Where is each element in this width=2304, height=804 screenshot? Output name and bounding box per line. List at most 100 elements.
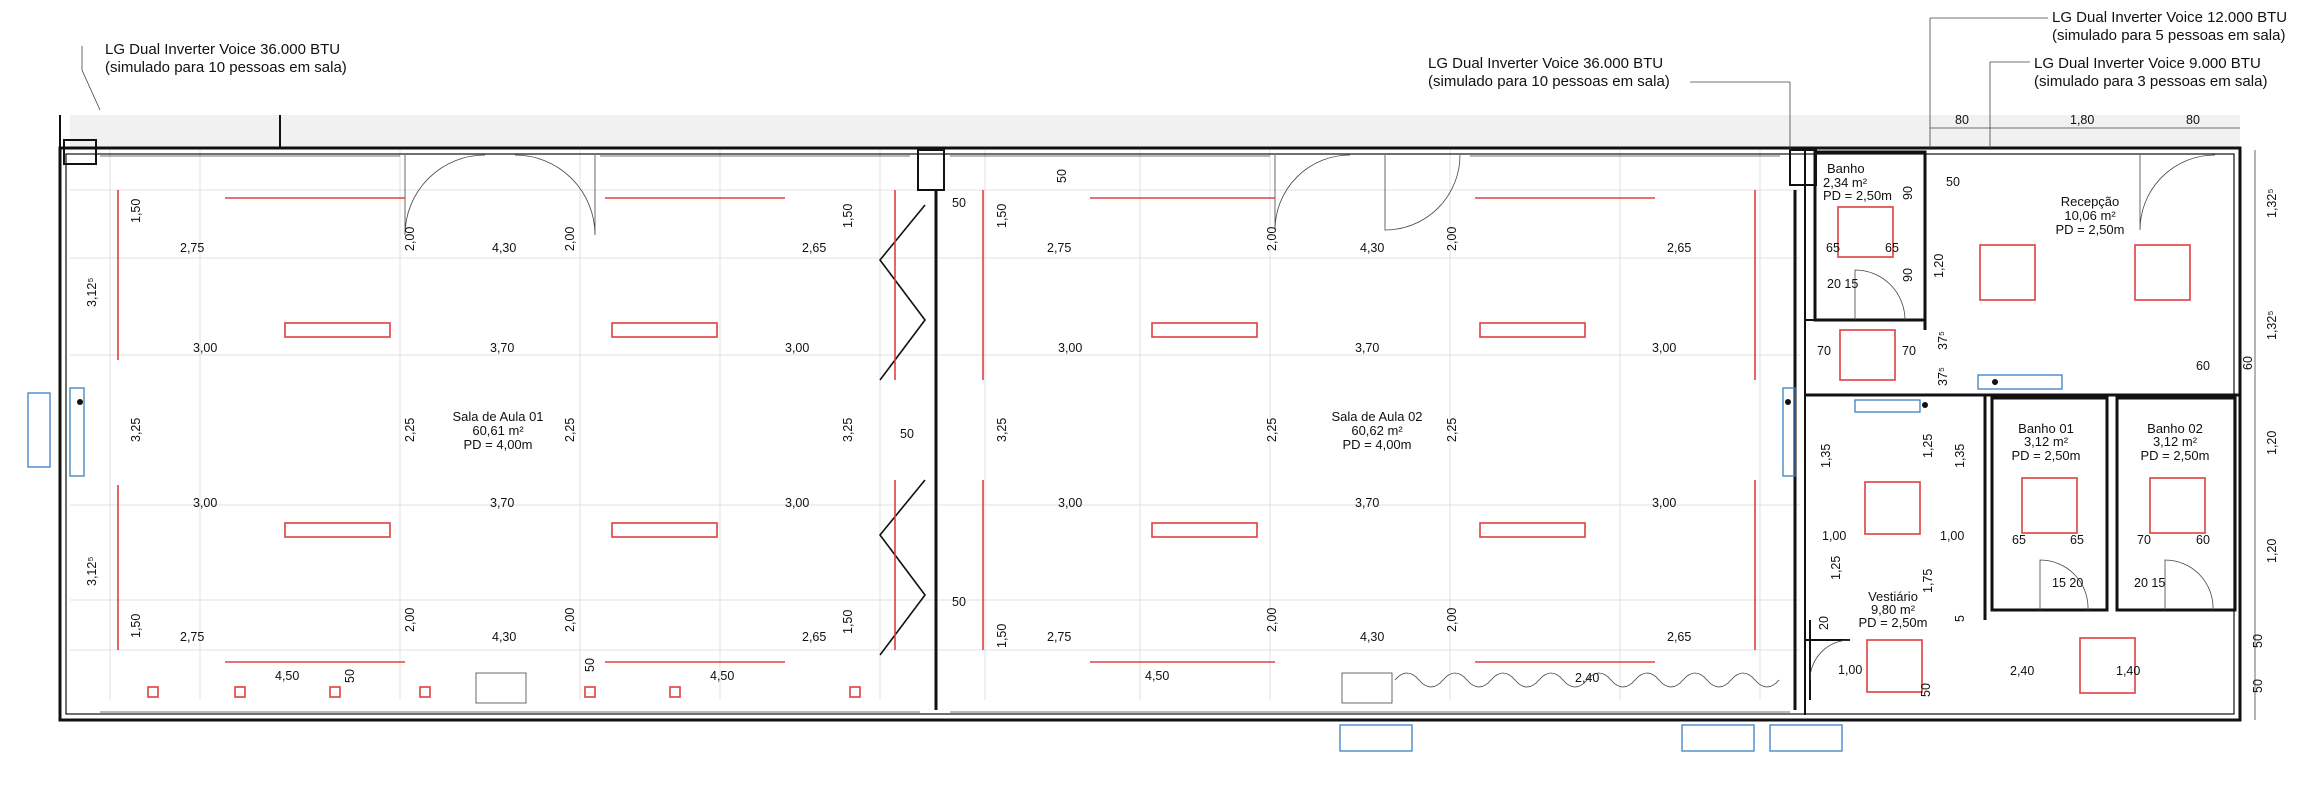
svg-text:50: 50 — [2251, 634, 2265, 648]
svg-text:1,25: 1,25 — [1921, 434, 1935, 458]
svg-text:1,40: 1,40 — [2116, 664, 2140, 678]
svg-text:Sala de Aula 01: Sala de Aula 01 — [452, 409, 543, 424]
roof-band — [70, 115, 2240, 148]
svg-text:Vestiário: Vestiário — [1868, 589, 1918, 604]
ac-annotation-12k: LG Dual Inverter Voice 12.000 BTU (simul… — [2052, 9, 2287, 44]
room-label-sala01: Sala de Aula 01 60,61 m² PD = 4,00m — [452, 409, 543, 452]
svg-text:2,65: 2,65 — [802, 630, 826, 644]
svg-text:1,20: 1,20 — [2265, 431, 2279, 455]
svg-text:60,61 m²: 60,61 m² — [472, 423, 524, 438]
svg-text:50: 50 — [952, 595, 966, 609]
svg-text:65: 65 — [2012, 533, 2026, 547]
svg-text:1,50: 1,50 — [129, 199, 143, 223]
light-fixtures — [117, 190, 2206, 698]
svg-text:PD = 2,50m: PD = 2,50m — [2055, 222, 2124, 237]
svg-text:2,00: 2,00 — [563, 608, 577, 632]
windows — [100, 155, 1790, 713]
svg-text:80: 80 — [1955, 113, 1969, 127]
svg-text:20: 20 — [1817, 616, 1831, 630]
svg-text:2,00: 2,00 — [1445, 608, 1459, 632]
svg-text:PD = 4,00m: PD = 4,00m — [463, 437, 532, 452]
svg-text:3,70: 3,70 — [490, 341, 514, 355]
svg-text:10,06 m²: 10,06 m² — [2064, 208, 2116, 223]
svg-text:3,70: 3,70 — [1355, 341, 1379, 355]
doors — [404, 154, 2216, 681]
svg-text:1,20: 1,20 — [2265, 539, 2279, 563]
svg-text:37⁵: 37⁵ — [1936, 367, 1950, 386]
svg-text:3,25: 3,25 — [129, 418, 143, 442]
svg-text:70: 70 — [1817, 344, 1831, 358]
svg-text:Sala de Aula 02: Sala de Aula 02 — [1331, 409, 1422, 424]
svg-text:2,40: 2,40 — [1575, 671, 1599, 685]
svg-text:Banho 01: Banho 01 — [2018, 421, 2074, 436]
svg-text:PD = 2,50m: PD = 2,50m — [2011, 448, 2080, 463]
svg-text:65: 65 — [2070, 533, 2084, 547]
svg-text:3,25: 3,25 — [995, 418, 1009, 442]
ac-annotation-left: LG Dual Inverter Voice 36.000 BTU (simul… — [105, 41, 347, 76]
dimensions-sala02: 50 2,75 4,30 2,65 3,00 3,70 3,00 3,00 3,… — [710, 169, 1691, 685]
svg-text:PD = 2,50m: PD = 2,50m — [2140, 448, 2209, 463]
svg-text:3,00: 3,00 — [1058, 341, 1082, 355]
svg-text:3,12⁵: 3,12⁵ — [85, 556, 99, 586]
svg-text:60: 60 — [2196, 533, 2210, 547]
dimensions-sala01: 2,75 4,30 2,65 3,00 3,70 3,00 3,00 3,70 … — [85, 196, 966, 683]
svg-text:50: 50 — [343, 669, 357, 683]
svg-text:PD = 4,00m: PD = 4,00m — [1342, 437, 1411, 452]
svg-text:2,25: 2,25 — [403, 418, 417, 442]
svg-text:90: 90 — [1901, 268, 1915, 282]
svg-text:3,12 m²: 3,12 m² — [2153, 434, 2198, 449]
svg-text:1,35: 1,35 — [1819, 444, 1833, 468]
svg-text:4,50: 4,50 — [1145, 669, 1169, 683]
svg-text:2,00: 2,00 — [563, 227, 577, 251]
ac-annotation-9k: LG Dual Inverter Voice 9.000 BTU (simula… — [2034, 55, 2267, 90]
svg-text:3,00: 3,00 — [785, 341, 809, 355]
svg-text:1,50: 1,50 — [995, 624, 1009, 648]
svg-text:3,70: 3,70 — [490, 496, 514, 510]
svg-text:4,50: 4,50 — [275, 669, 299, 683]
svg-text:1,32⁵: 1,32⁵ — [2265, 310, 2279, 340]
svg-text:1,25: 1,25 — [1829, 556, 1843, 580]
svg-text:2,34 m²: 2,34 m² — [1823, 175, 1868, 190]
svg-text:3,00: 3,00 — [193, 341, 217, 355]
svg-text:3,12⁵: 3,12⁵ — [85, 277, 99, 307]
svg-text:20 15: 20 15 — [2134, 576, 2165, 590]
svg-text:1,35: 1,35 — [1953, 444, 1967, 468]
svg-text:LG Dual Inverter Voice 9.000 B: LG Dual Inverter Voice 9.000 BTU — [2034, 55, 2261, 72]
room-label-banho: Banho 2,34 m² PD = 2,50m — [1823, 161, 1892, 203]
svg-text:4,30: 4,30 — [1360, 241, 1384, 255]
svg-text:70: 70 — [1902, 344, 1916, 358]
svg-text:2,25: 2,25 — [1445, 418, 1459, 442]
svg-text:50: 50 — [1946, 175, 1960, 189]
svg-text:60: 60 — [2196, 359, 2210, 373]
svg-text:2,75: 2,75 — [1047, 241, 1071, 255]
svg-text:50: 50 — [952, 196, 966, 210]
svg-text:LG Dual Inverter Voice 36.000: LG Dual Inverter Voice 36.000 BTU — [1428, 55, 1663, 72]
svg-text:20 15: 20 15 — [1827, 277, 1858, 291]
interior-walls — [934, 150, 2240, 715]
room-label-banho02: Banho 02 3,12 m² PD = 2,50m — [2140, 421, 2209, 463]
svg-text:1,20: 1,20 — [1932, 254, 1946, 278]
svg-text:1,50: 1,50 — [841, 610, 855, 634]
svg-text:50: 50 — [2251, 679, 2265, 693]
room-label-vestiario: Vestiário 9,80 m² PD = 2,50m — [1858, 589, 1927, 630]
svg-text:2,25: 2,25 — [1265, 418, 1279, 442]
sinks — [475, 672, 1780, 704]
room-label-banho01: Banho 01 3,12 m² PD = 2,50m — [2011, 421, 2080, 463]
svg-text:Banho: Banho — [1827, 161, 1865, 176]
dimensions-service: 65 65 90 90 1,20 20 15 50 70 70 37⁵ 37⁵ … — [1817, 175, 2210, 697]
ac-units — [27, 374, 2063, 752]
svg-text:50: 50 — [900, 427, 914, 441]
svg-text:2,00: 2,00 — [1265, 227, 1279, 251]
svg-text:2,75: 2,75 — [1047, 630, 1071, 644]
svg-text:3,00: 3,00 — [785, 496, 809, 510]
svg-text:80: 80 — [2186, 113, 2200, 127]
svg-text:9,80 m²: 9,80 m² — [1871, 602, 1916, 617]
svg-text:2,00: 2,00 — [403, 608, 417, 632]
svg-text:1,75: 1,75 — [1921, 569, 1935, 593]
svg-text:Recepção: Recepção — [2061, 194, 2120, 209]
svg-text:3,00: 3,00 — [1652, 496, 1676, 510]
svg-text:LG Dual Inverter Voice 12.000: LG Dual Inverter Voice 12.000 BTU — [2052, 9, 2287, 26]
svg-text:PD = 2,50m: PD = 2,50m — [1823, 188, 1892, 203]
svg-text:4,50: 4,50 — [710, 669, 734, 683]
svg-text:90: 90 — [1901, 186, 1915, 200]
